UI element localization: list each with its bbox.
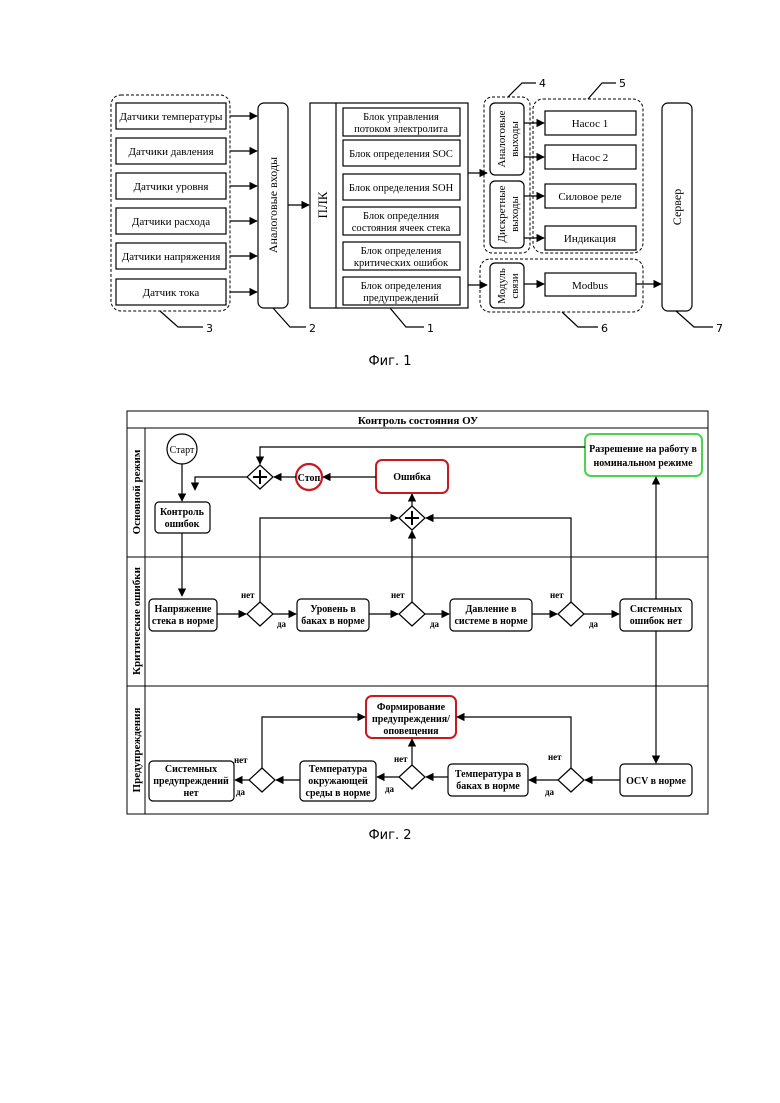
- task-label: Уровень в: [310, 604, 356, 615]
- gateway-voltage: [247, 602, 273, 626]
- sensor-label: Датчики расхода: [132, 216, 210, 228]
- plc-sub-block-label: Блок определения: [361, 246, 442, 257]
- flow-label-no: нет: [548, 752, 562, 762]
- gateway-pressure: [558, 602, 584, 626]
- lane-warnings-label: Предупреждения: [131, 708, 143, 793]
- actuator-label: Силовое реле: [558, 191, 621, 203]
- flow-label-no: нет: [394, 754, 408, 764]
- task-label: нет: [183, 788, 198, 799]
- analog-outputs-label: выходы: [509, 120, 521, 156]
- sensor-label: Датчики температуры: [120, 111, 223, 123]
- error-label: Ошибка: [393, 472, 431, 483]
- comm-module-label: Модуль: [496, 268, 508, 304]
- flow-label-yes: да: [385, 784, 395, 794]
- stop-label: Стоп: [298, 473, 321, 484]
- plc-sub-block-label: критических ошибок: [354, 258, 449, 269]
- flow-label-yes: да: [277, 619, 287, 629]
- ref-4: 4: [539, 77, 546, 90]
- actuator-label: Насос 1: [572, 118, 609, 130]
- task-label: предупреждения/: [372, 714, 450, 725]
- task-label: Температура: [309, 764, 367, 775]
- flow-label-no: нет: [234, 755, 248, 765]
- task-label: предупреждений: [153, 776, 229, 787]
- task-label: оповещения: [383, 726, 439, 737]
- sensor-arrows: [230, 116, 257, 292]
- plc-sub-block-label: Блок определения SOC: [349, 149, 453, 160]
- task-label: Давление в: [465, 604, 517, 615]
- task-label: Системных: [630, 604, 682, 615]
- comm-module-label: связи: [509, 273, 521, 298]
- start-label: Старт: [170, 445, 195, 456]
- lane-main-label: Основной режим: [131, 449, 143, 534]
- analog-inputs-label: Аналоговые входы: [266, 157, 280, 253]
- figure-2-caption: Фиг. 2: [368, 828, 411, 843]
- flow-label-no: нет: [550, 590, 564, 600]
- ref-1: 1: [427, 322, 434, 335]
- task-label: ошибок нет: [630, 616, 683, 627]
- ref-2: 2: [309, 322, 316, 335]
- sensor-list: Датчики температуры Датчики давления Дат…: [116, 103, 226, 305]
- task-label: окружающей: [308, 776, 368, 787]
- plc-sub-block-label: Блок определния: [363, 211, 439, 222]
- gateway-tank-temperature: [399, 765, 425, 789]
- plc-label: ПЛК: [315, 191, 330, 218]
- plc-sub-block-label: предупреждений: [363, 293, 439, 304]
- plc-sub-block-label: потоком электролита: [354, 124, 448, 135]
- ref-3: 3: [206, 322, 213, 335]
- sensor-label: Датчики уровня: [134, 181, 209, 193]
- task-label: Температура в: [455, 769, 522, 780]
- ref-6: 6: [601, 322, 608, 335]
- actuator-arrows: [524, 123, 544, 238]
- sensor-label: Датчики давления: [128, 146, 213, 158]
- flow-label-no: нет: [241, 590, 255, 600]
- discrete-outputs-label: Дискретные: [496, 185, 508, 242]
- server-label: Сервер: [670, 189, 684, 225]
- modbus-label: Modbus: [572, 280, 608, 292]
- ref-7: 7: [716, 322, 723, 335]
- sensor-label: Датчик тока: [143, 287, 200, 299]
- figure-2: Контроль состояния ОУ Основной режим Кри…: [127, 411, 708, 843]
- ref-5: 5: [619, 77, 626, 90]
- task-label: стека в норме: [152, 616, 215, 627]
- flow-label-yes: да: [589, 619, 599, 629]
- flow-label-yes: да: [545, 787, 555, 797]
- task-label: баках в норме: [456, 781, 520, 792]
- actuator-list: Насос 1 Насос 2 Силовое реле Индикация: [545, 111, 636, 250]
- permit-label: номинальном режиме: [593, 458, 693, 469]
- task-label: баках в норме: [301, 616, 365, 627]
- flow-label-no: нет: [391, 590, 405, 600]
- actuator-label: Насос 2: [572, 152, 609, 164]
- task-label: Контроль: [160, 507, 205, 518]
- discrete-outputs-label: выходы: [509, 195, 521, 231]
- flow-label-yes: да: [430, 619, 440, 629]
- analog-outputs-label: Аналоговые: [496, 110, 508, 167]
- plc-sub-block-label: Блок определения SOH: [349, 183, 454, 194]
- task-label: Напряжение: [155, 604, 212, 615]
- task-label: OCV в норме: [626, 776, 686, 787]
- figure-1: Датчики температуры Датчики давления Дат…: [111, 77, 723, 369]
- figure-1-caption: Фиг. 1: [368, 354, 411, 369]
- gateway-ocv: [558, 768, 584, 792]
- task-label: ошибок: [165, 519, 200, 530]
- sensor-label: Датчики напряжения: [122, 251, 221, 263]
- gateway-level: [399, 602, 425, 626]
- permit-nominal-task: [585, 434, 702, 476]
- lane-critical-label: Критические ошибки: [131, 566, 143, 675]
- flow-label-yes: да: [236, 787, 246, 797]
- task-label: Системных: [165, 764, 217, 775]
- pool-title: Контроль состояния ОУ: [358, 415, 478, 427]
- plc-sub-block-label: Блок управления: [363, 112, 439, 123]
- permit-label: Разрешение на работу в: [589, 444, 697, 455]
- plc-sub-block-label: состояния ячеек стека: [352, 223, 451, 234]
- task-label: среды в норме: [306, 788, 372, 799]
- plc-sub-block-label: Блок определения: [361, 281, 442, 292]
- task-label: Формирование: [377, 702, 446, 713]
- task-label: системе в норме: [454, 616, 528, 627]
- gateway-ambient-temperature: [249, 768, 275, 792]
- actuator-label: Индикация: [564, 233, 616, 245]
